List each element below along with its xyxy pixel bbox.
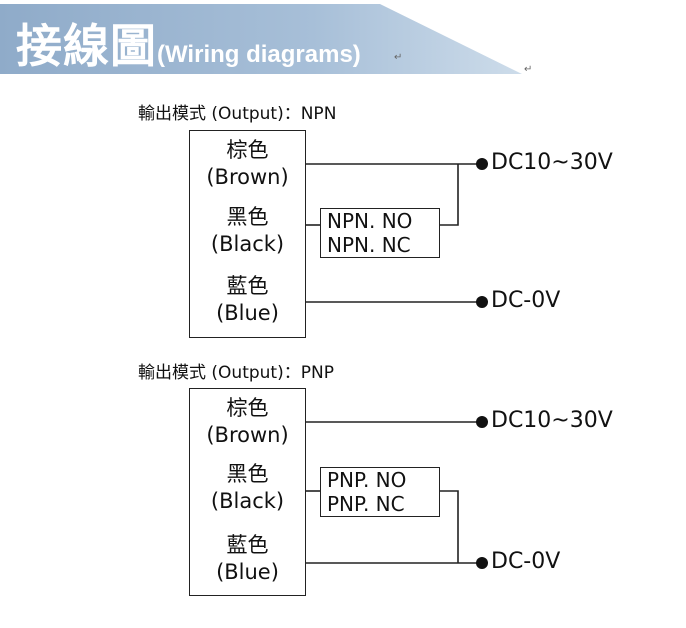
mode-nc: PNP. NC [327,492,405,516]
title-banner [0,4,522,74]
wire-color-en: (Blue) [216,301,279,325]
output-mode-box-pnp: PNP. NO PNP. NC [320,467,440,517]
wire-color-cn: 藍色 [226,533,269,557]
wire-label-brown: 棕色 (Brown) [190,395,305,449]
mode-no: PNP. NO [327,468,407,492]
wire-color-en: (Brown) [206,423,289,447]
wire-label-black: 黑色 (Black) [190,204,305,258]
wire-label-black: 黑色 (Black) [190,461,305,515]
terminal-positive: DC10~30V [491,408,613,433]
wire-color-en: (Black) [210,489,285,513]
terminal-positive: DC10~30V [491,150,613,175]
wire-color-cn: 藍色 [226,274,269,298]
wire-color-en: (Brown) [206,165,289,189]
wire-color-cn: 黑色 [226,205,269,229]
terminal-ground: DC-0V [491,288,561,313]
section-label-pnp: 輸出模式 (Output)：PNP [138,363,334,383]
terminal-ground: DC-0V [491,549,561,574]
wire-color-cn: 棕色 [226,138,269,162]
wire-label-blue: 藍色 (Blue) [190,532,305,586]
title-cjk: 接線圖 [16,19,157,73]
mode-no: NPN. NO [327,209,413,233]
wire-color-cn: 黑色 [226,462,269,486]
section-label-npn: 輸出模式 (Output)：NPN [138,104,337,124]
wire-color-en: (Black) [210,232,285,256]
page-title: 接線圖(Wiring diagrams) [16,10,361,76]
output-mode-box-npn: NPN. NO NPN. NC [320,208,440,258]
wire-color-cn: 棕色 [226,396,269,420]
wire-color-en: (Blue) [216,560,279,584]
wire-label-brown: 棕色 (Brown) [190,137,305,191]
return-mark-icon: ↵ [524,64,533,75]
title-en: (Wiring diagrams) [157,41,361,68]
sensor-wire-panel-npn [189,130,306,338]
sensor-wire-panel-pnp [189,388,306,596]
wire-label-blue: 藍色 (Blue) [190,273,305,327]
mode-nc: NPN. NC [327,233,411,257]
return-mark-icon: ↵ [394,52,403,63]
